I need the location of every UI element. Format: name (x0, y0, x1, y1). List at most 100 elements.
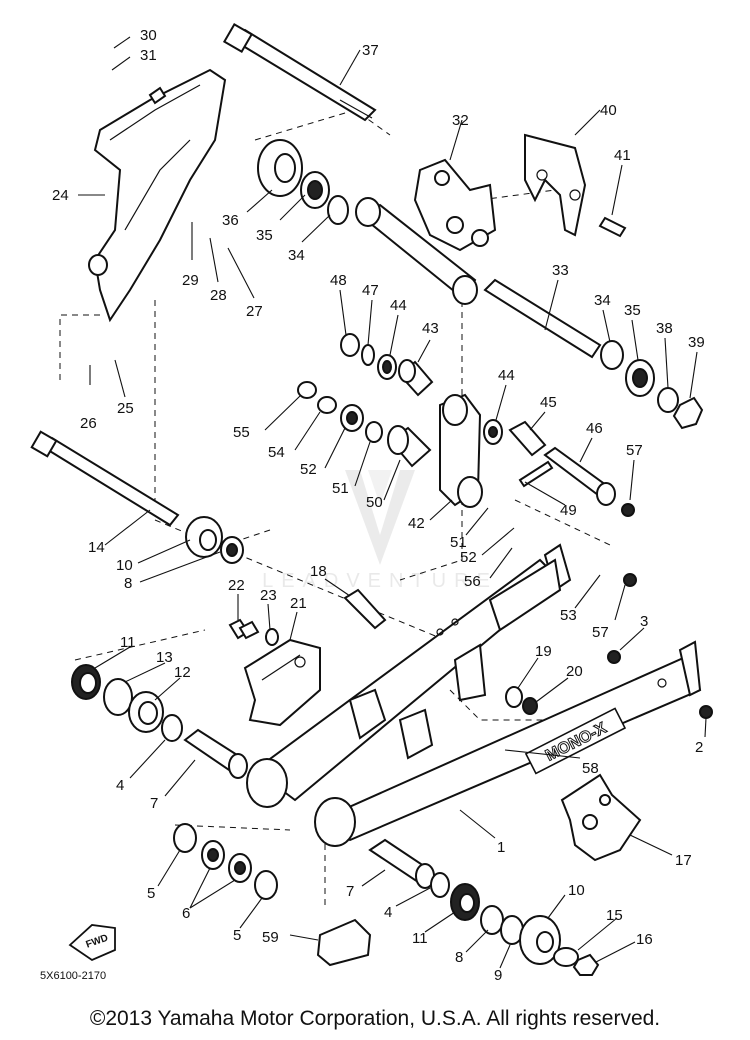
callout-18: 18 (310, 563, 327, 580)
callout-34b: 34 (594, 292, 611, 309)
callout-40: 40 (600, 102, 617, 119)
callout-labels: 30 31 24 29 28 27 25 26 37 36 35 34 32 4… (52, 27, 705, 984)
chain-puller (560, 773, 642, 862)
callout-14: 14 (88, 539, 105, 556)
callout-54: 54 (268, 444, 285, 461)
collars-left (185, 516, 244, 564)
swingarm (246, 543, 702, 847)
callout-55: 55 (233, 424, 250, 441)
callout-8b: 8 (455, 949, 463, 966)
callout-28: 28 (210, 287, 227, 304)
callout-7: 7 (150, 795, 158, 812)
callout-7b: 7 (346, 883, 354, 900)
callout-44: 44 (390, 297, 407, 314)
callout-11: 11 (120, 634, 136, 651)
washers-left (297, 381, 432, 468)
pivot-bolt (222, 22, 377, 122)
callout-39: 39 (688, 334, 705, 351)
callout-42: 42 (408, 515, 425, 532)
callout-11b: 11 (412, 930, 428, 947)
callout-27: 27 (246, 303, 263, 320)
callout-34: 34 (288, 247, 305, 264)
swingarm-bolt (30, 430, 180, 527)
collar-lower (368, 838, 524, 945)
callout-20: 20 (566, 663, 583, 680)
callout-5b: 5 (233, 927, 241, 944)
callout-59: 59 (262, 929, 279, 946)
spacers-mid (505, 686, 538, 715)
pivot-collars-upper (257, 139, 349, 225)
callout-52: 52 (300, 461, 317, 478)
callout-15: 15 (606, 907, 623, 924)
callout-19: 19 (535, 643, 552, 660)
callout-49: 49 (560, 502, 577, 519)
callout-4b: 4 (384, 904, 392, 921)
relay-arm (355, 158, 497, 305)
fwd-arrow-icon: FWD (68, 924, 116, 962)
callout-57: 57 (626, 442, 643, 459)
callout-29: 29 (182, 272, 199, 289)
callout-51b: 51 (450, 534, 467, 551)
nuts-right (607, 573, 713, 719)
diagram-code: 5X6100-2170 (40, 970, 107, 982)
callout-56: 56 (464, 573, 481, 590)
callout-6: 6 (182, 905, 190, 922)
callout-38: 38 (656, 320, 673, 337)
callout-4: 4 (116, 777, 124, 794)
callout-2: 2 (695, 739, 703, 756)
callout-50: 50 (366, 494, 383, 511)
callout-24: 24 (52, 187, 69, 204)
bracket (524, 133, 627, 238)
leader-lines (78, 36, 707, 969)
bearings-left (71, 664, 183, 742)
callout-33: 33 (552, 262, 569, 279)
watermark-logo (345, 470, 415, 565)
callout-8: 8 (124, 575, 132, 592)
callout-35b: 35 (624, 302, 641, 319)
callout-52b: 52 (460, 549, 477, 566)
chain-slider (316, 918, 372, 967)
collars-right (483, 419, 635, 517)
callout-35: 35 (256, 227, 273, 244)
callout-44b: 44 (498, 367, 515, 384)
callout-26: 26 (80, 415, 97, 432)
callout-46: 46 (586, 420, 603, 437)
callout-53: 53 (560, 607, 577, 624)
watermark-text: LEADVENTURE (262, 570, 498, 592)
callout-57b: 57 (592, 624, 609, 641)
shaft (483, 278, 704, 430)
callout-31: 31 (140, 47, 157, 64)
callout-43: 43 (422, 320, 439, 337)
callout-45: 45 (540, 394, 557, 411)
callout-48: 48 (330, 272, 347, 289)
callout-5: 5 (147, 885, 155, 902)
callout-23: 23 (260, 587, 277, 604)
watermark: LEADVENTURE (250, 465, 510, 605)
callout-16: 16 (636, 931, 653, 948)
copyright-notice: ©2013 Yamaha Motor Corporation, U.S.A. A… (89, 1007, 661, 1030)
callout-3: 3 (640, 613, 648, 630)
callout-17: 17 (675, 852, 692, 869)
chain-support (243, 638, 321, 727)
callout-1: 1 (497, 839, 505, 856)
callout-10: 10 (116, 557, 133, 574)
callout-13: 13 (156, 649, 173, 666)
callout-36: 36 (222, 212, 239, 229)
bushings-upper (340, 333, 434, 397)
callout-32: 32 (452, 112, 469, 129)
callout-30: 30 (140, 27, 157, 44)
collar-left (183, 728, 248, 779)
callout-47: 47 (362, 282, 379, 299)
callout-22: 22 (228, 577, 245, 594)
small-bolts (228, 588, 387, 646)
link-plate (439, 393, 483, 508)
callout-21: 21 (290, 595, 307, 612)
callout-51: 51 (332, 480, 349, 497)
axle-hardware (519, 915, 600, 976)
callout-58: 58 (582, 760, 599, 777)
callout-9: 9 (494, 967, 502, 984)
callout-41: 41 (614, 147, 631, 164)
callout-37: 37 (362, 42, 379, 59)
parts-diagram: MONO-X (30, 22, 713, 984)
chain-guide (88, 68, 227, 323)
